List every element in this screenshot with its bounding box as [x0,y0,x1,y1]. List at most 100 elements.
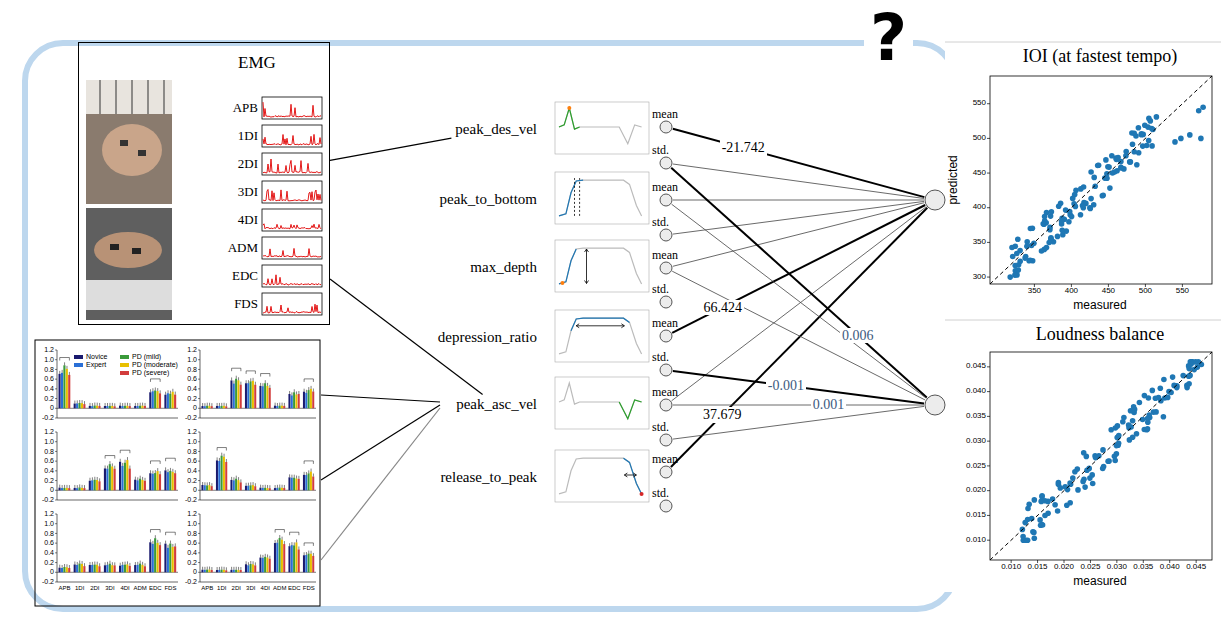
bar [164,544,166,573]
error-bar [127,403,128,406]
data-point [1044,245,1050,251]
bar [252,564,254,572]
bar [303,475,305,490]
tick-mark [55,470,57,471]
error-bar [89,562,90,565]
error-bar [204,403,205,406]
bar [298,394,300,408]
error-bar [122,403,123,406]
tick-mark [198,350,200,351]
data-point [1100,193,1106,199]
bar [104,565,106,572]
circle-outline [925,190,945,210]
error-bar [269,556,270,559]
error-bar [211,483,212,486]
axis-line [200,418,316,419]
bar [141,406,143,409]
error-bar [262,485,263,488]
bar [89,406,91,408]
std-node: std. [652,486,682,520]
thumb-curve [559,180,642,216]
thumb-dot [640,492,644,496]
chart-text: Loudness balance [1036,324,1164,345]
axis-tick: 0.030 [1107,563,1127,572]
error-bar [94,477,95,480]
error-bar [92,477,93,480]
thumb-curve [619,400,641,419]
data-point [1116,433,1122,439]
photo-keys [100,80,101,114]
axis-tick: 0.025 [966,462,986,471]
bar [78,564,80,573]
data-point [1153,396,1159,402]
bar [291,545,293,572]
error-bar [211,403,212,406]
data-point [1128,159,1134,165]
feature-label: depression_ratio [434,327,541,348]
thumb-curve [574,178,575,216]
data-point [1055,234,1061,240]
tick-mark [55,388,57,389]
data-point [1191,367,1197,373]
bar [91,480,93,490]
bar [223,406,225,409]
axis-tick: 1.2 [187,346,197,354]
error-bar [202,482,203,485]
mean-node: mean [652,248,682,282]
bar [208,570,210,573]
error-bar [79,400,80,403]
muscle-axis-label: 1DI [75,585,84,592]
error-bar [142,477,143,480]
bar [172,472,174,490]
muscle-axis-label: ADM [273,585,286,592]
error-bar [155,470,156,473]
tick-mark [55,379,57,380]
bar [259,558,261,573]
thumb-curve [624,458,642,494]
error-bar [135,403,136,406]
error-bar [296,391,297,394]
feature-label: release_to_peak [436,467,541,488]
thumb-curve [559,108,580,129]
data-point [1131,149,1137,155]
axis-tick: 0.6 [187,375,197,383]
data-point [1040,221,1046,227]
mean-label: mean [652,107,678,121]
data-point [1170,374,1176,380]
data-point [1049,209,1055,215]
muscle-axis-label: 4DI [261,585,270,592]
error-bar [59,565,60,568]
data-point [1149,143,1155,149]
bar [303,392,305,409]
error-bar [253,378,254,381]
axis-tick: 0.4 [44,549,54,557]
bar [281,406,283,409]
error-bar [97,477,98,480]
axis-tick: 1.0 [187,520,197,528]
node-circle [659,261,673,275]
error-bar [127,561,128,564]
bar [66,369,68,408]
bar [288,546,290,572]
bar [94,406,96,409]
error-bar [311,386,312,389]
thumb-curve [571,318,630,331]
axis-tick: 0.2 [187,477,197,485]
error-bar [145,478,146,481]
std-label: std. [652,420,669,434]
connector [673,129,925,197]
muscle-axis-label: EDC [149,585,162,592]
error-bar [109,461,110,464]
emg-trace [263,102,321,117]
data-point [1096,162,1102,168]
tick-mark [198,470,200,471]
axis-tick: 400 [1065,287,1078,296]
circle-outline [660,399,672,411]
data-point [1007,274,1013,280]
thumb-frame [555,310,649,362]
tick-mark [987,540,990,541]
tick-mark [55,432,57,433]
error-bar [92,562,93,565]
tick-mark [198,432,200,433]
data-point [1015,236,1021,242]
